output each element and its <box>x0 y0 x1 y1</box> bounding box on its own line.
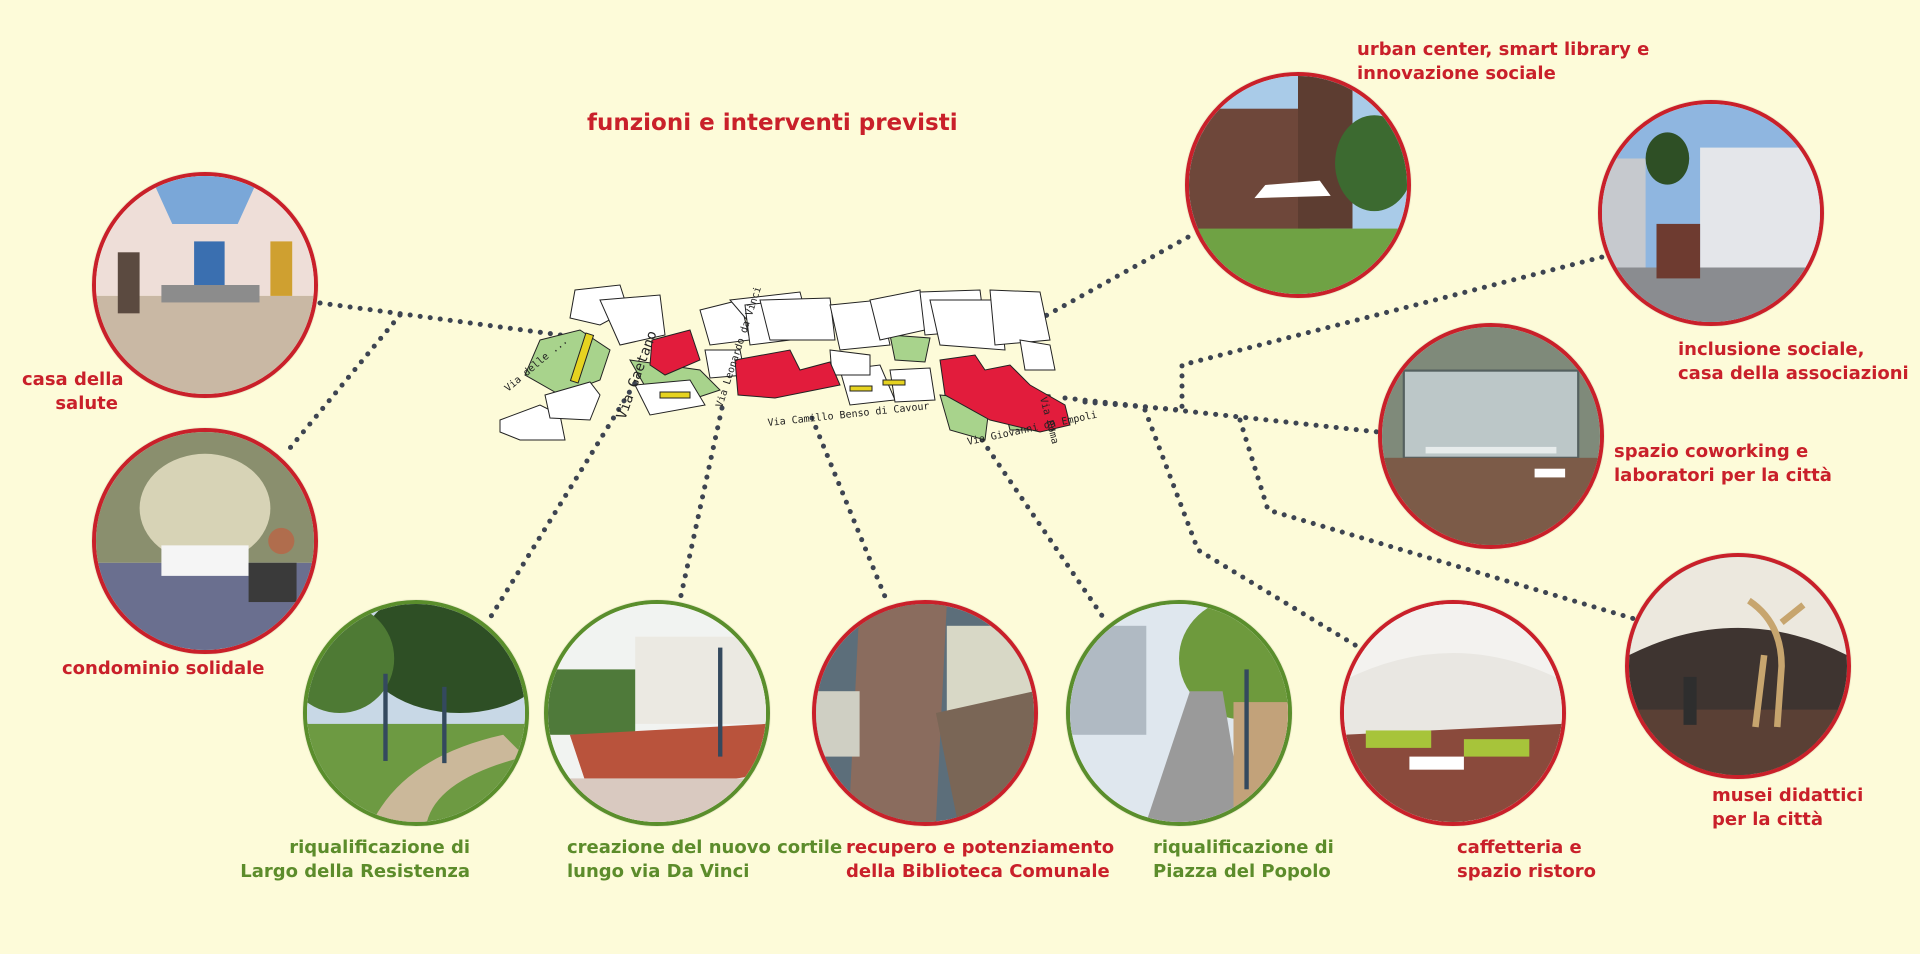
connector-largo <box>487 372 643 621</box>
photo-inclusione <box>1598 100 1824 326</box>
photo-casa-salute <box>92 172 318 398</box>
connector-coworking <box>1062 395 1381 435</box>
building <box>759 297 836 341</box>
building <box>599 294 666 346</box>
connector-condominio <box>287 312 403 451</box>
photo-urban <box>1185 72 1411 298</box>
photo-cortile <box>544 600 770 826</box>
building <box>929 299 1006 351</box>
yellow-strip <box>659 391 691 399</box>
photo-largo <box>303 600 529 826</box>
green-area <box>889 334 931 363</box>
label-condominio: condominio solidale <box>62 658 265 679</box>
intervention-building <box>734 349 841 399</box>
connector-urban <box>1017 233 1193 333</box>
building <box>544 381 601 421</box>
connector-caffetteria <box>1142 407 1363 651</box>
photo-condominio <box>92 428 318 654</box>
photo-biblioteca <box>812 600 1038 826</box>
photo-musei <box>1625 553 1851 779</box>
page-title: funzioni e interventi previsti <box>587 110 958 136</box>
connector-musei <box>1237 417 1658 628</box>
building <box>869 289 926 341</box>
building <box>889 367 936 403</box>
yellow-strip <box>849 385 873 392</box>
building <box>1019 339 1056 371</box>
photo-caffetteria <box>1340 600 1566 826</box>
intervention-building <box>939 354 1071 433</box>
intervention-building <box>649 329 701 376</box>
connector-biblioteca <box>809 415 891 607</box>
photo-piazza <box>1066 600 1292 826</box>
connector-piazza <box>962 412 1108 623</box>
building <box>829 349 871 376</box>
label-inclusione: inclusione sociale,casa della associazio… <box>1678 339 1909 384</box>
building <box>989 289 1051 346</box>
yellow-strip <box>882 379 906 386</box>
connector-casa-salute <box>317 300 571 339</box>
connector-cortile <box>677 405 725 603</box>
photo-coworking <box>1378 323 1604 549</box>
yellow-strip <box>569 332 595 384</box>
street-via-cavour: Via Camillo Benso di Cavour <box>767 401 930 429</box>
